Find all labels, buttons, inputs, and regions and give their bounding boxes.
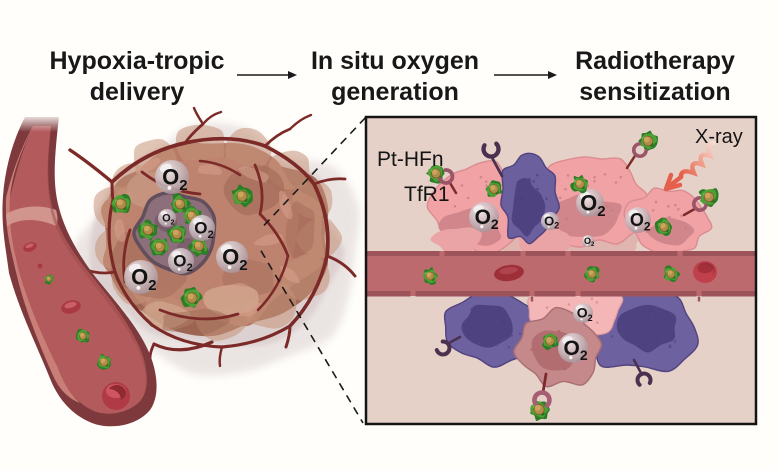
svg-text:O: O <box>577 305 588 321</box>
svg-text:O: O <box>630 210 644 230</box>
svg-text:O: O <box>194 219 207 238</box>
svg-text:2: 2 <box>591 242 595 248</box>
svg-text:2: 2 <box>239 257 247 274</box>
svg-text:In situ oxygen: In situ oxygen <box>311 47 479 75</box>
svg-text:O: O <box>580 190 597 215</box>
svg-text:2: 2 <box>644 219 651 233</box>
svg-text:O: O <box>173 252 186 271</box>
svg-text:2: 2 <box>554 221 559 231</box>
svg-text:delivery: delivery <box>90 78 185 106</box>
svg-text:O: O <box>564 337 580 360</box>
svg-text:O: O <box>162 213 171 225</box>
svg-text:2: 2 <box>171 219 175 226</box>
svg-text:TfR1: TfR1 <box>404 183 450 206</box>
svg-text:Radiotherapy: Radiotherapy <box>575 47 735 75</box>
svg-text:2: 2 <box>580 347 588 363</box>
svg-text:O: O <box>584 236 591 246</box>
svg-text:X-ray: X-ray <box>695 126 743 148</box>
svg-text:O: O <box>475 206 491 229</box>
svg-text:O: O <box>222 244 239 269</box>
svg-text:2: 2 <box>491 216 499 232</box>
svg-text:2: 2 <box>179 177 187 194</box>
svg-text:O: O <box>544 213 554 228</box>
svg-text:Pt-HFn: Pt-HFn <box>377 148 444 171</box>
svg-text:generation: generation <box>331 78 459 106</box>
svg-text:2: 2 <box>208 229 214 241</box>
svg-text:2: 2 <box>187 262 193 274</box>
svg-text:2: 2 <box>148 277 156 294</box>
svg-text:O: O <box>162 164 179 189</box>
svg-text:Hypoxia-tropic: Hypoxia-tropic <box>49 47 224 75</box>
svg-text:2: 2 <box>597 203 605 220</box>
svg-text:sensitization: sensitization <box>579 78 730 106</box>
svg-text:2: 2 <box>588 313 593 323</box>
svg-text:O: O <box>131 264 148 289</box>
